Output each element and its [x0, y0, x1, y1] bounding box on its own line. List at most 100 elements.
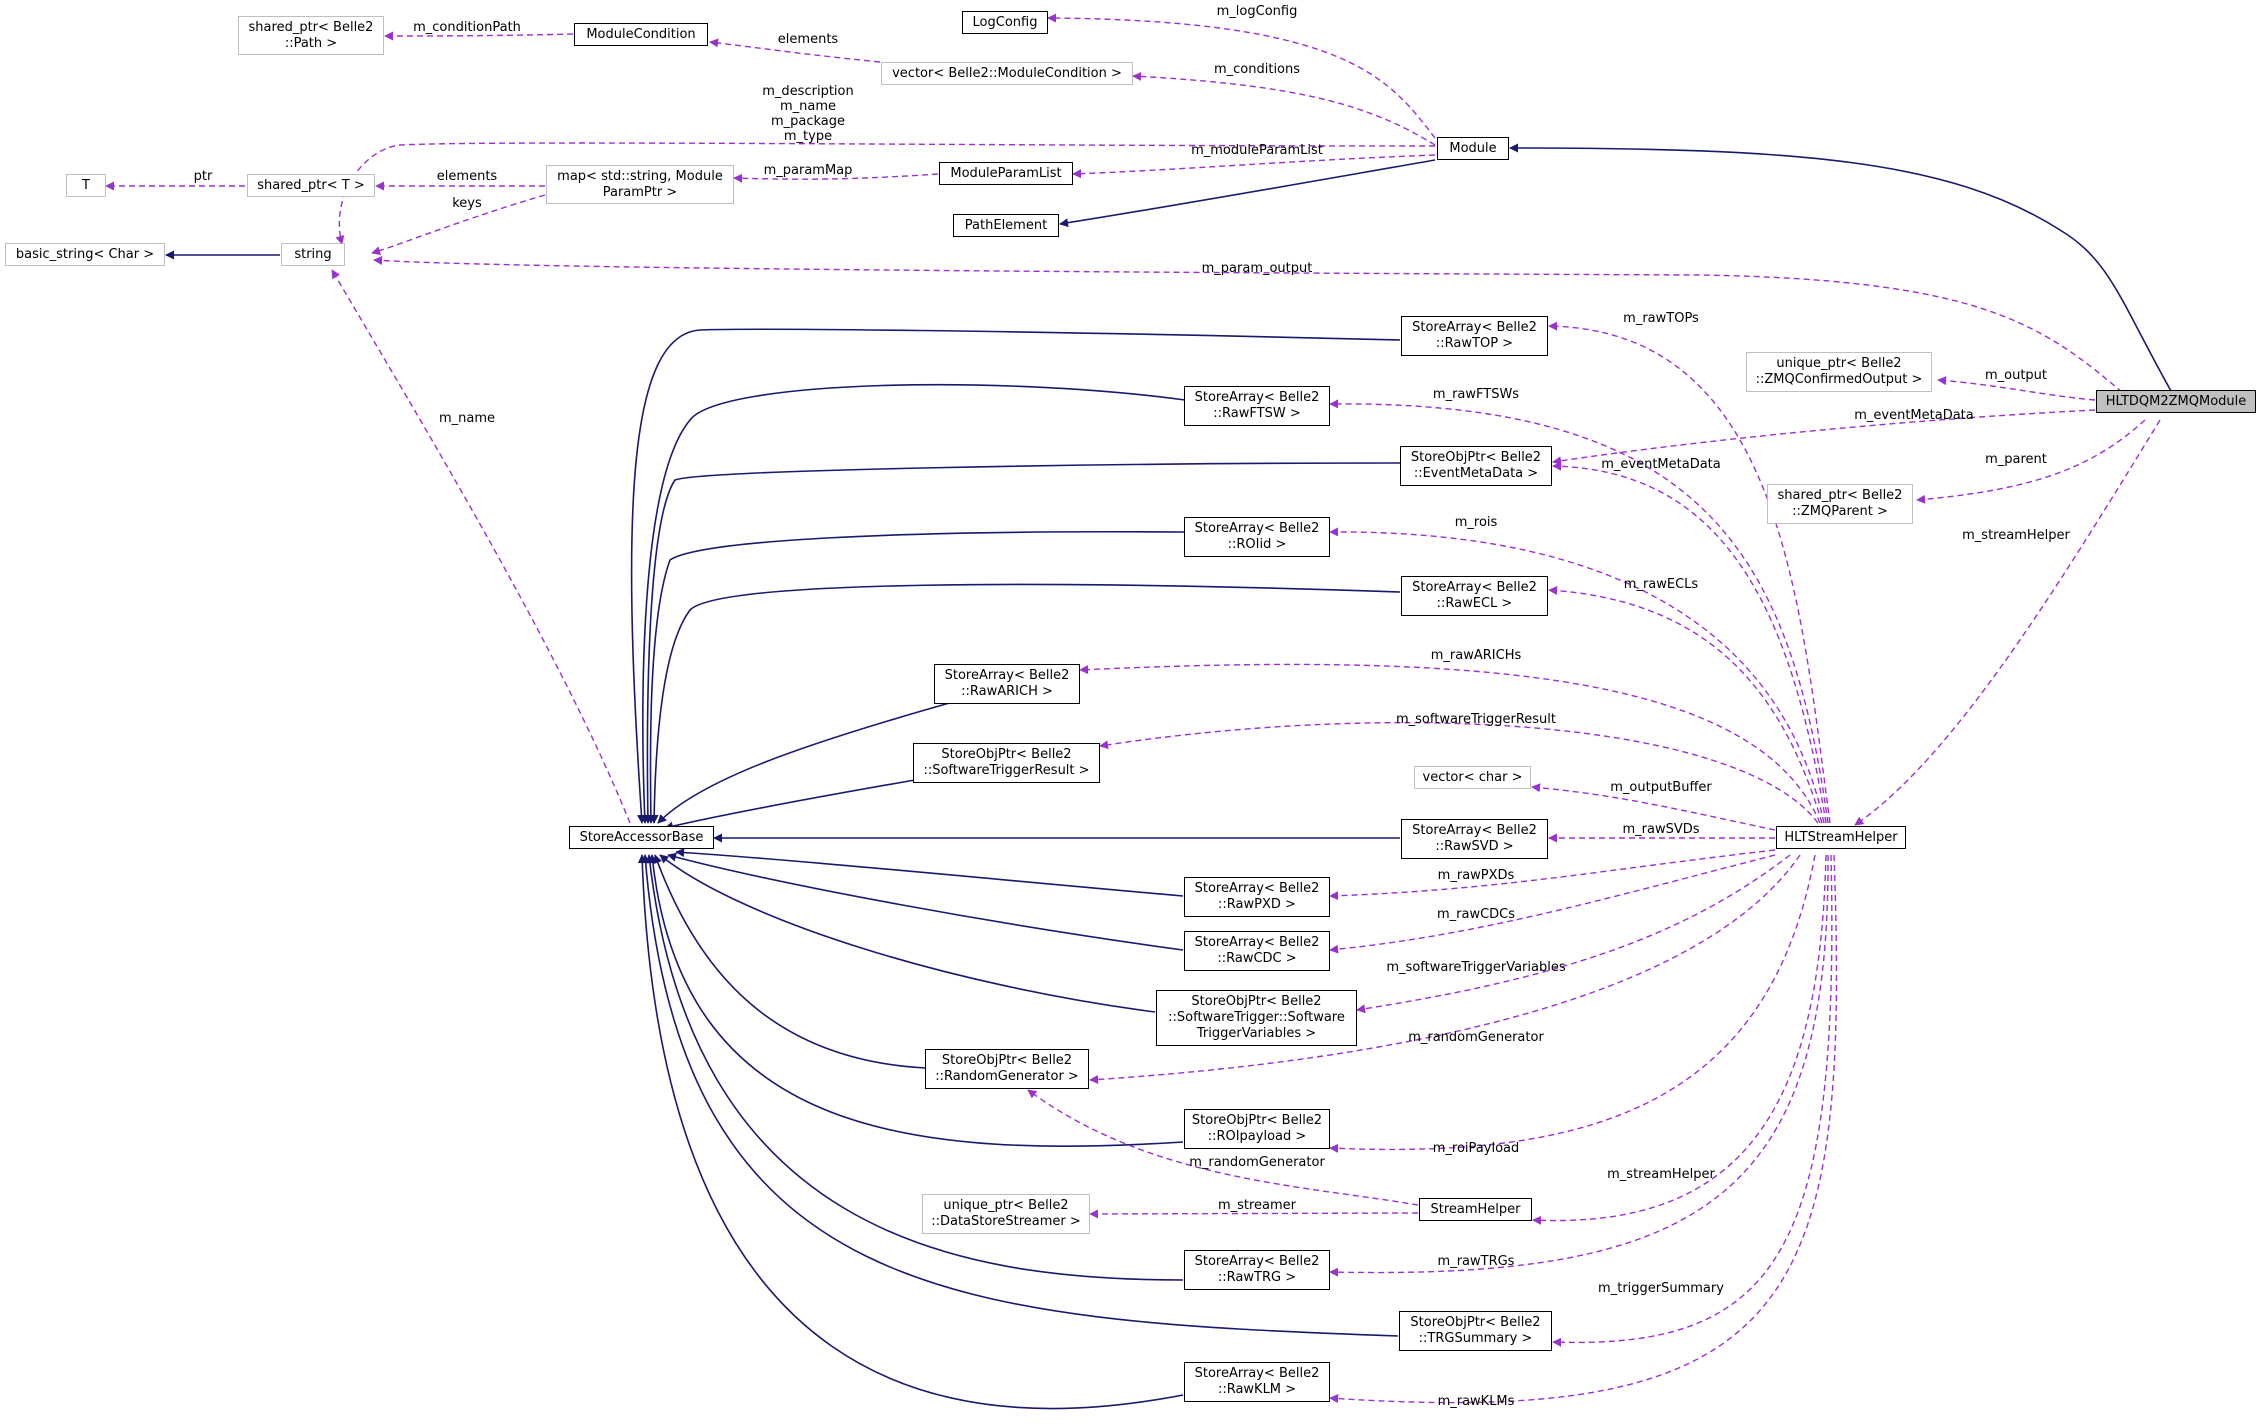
label-m-raw-pxds: m_rawPXDs	[1437, 868, 1515, 883]
node-roi-payload[interactable]: StoreObjPtr< Belle2 ::ROIpayload >	[1184, 1109, 1330, 1149]
label-m-name-sab: m_name	[438, 411, 496, 426]
label-elements-map: elements	[436, 169, 498, 184]
edge-module-to-pathelement	[1059, 159, 1436, 228]
edge-helper-rawcdcs	[1329, 854, 1776, 954]
edge-roipayload-to-sab	[648, 854, 1184, 1148]
node-event-meta-data[interactable]: StoreObjPtr< Belle2 ::EventMetaData >	[1400, 446, 1552, 486]
edge-rawftsw-to-sab	[640, 383, 1186, 824]
edge-rawecl-to-sab	[649, 583, 1401, 824]
node-vector-module-condition[interactable]: vector< Belle2::ModuleCondition >	[881, 62, 1133, 85]
node-software-trigger-result[interactable]: StoreObjPtr< Belle2 ::SoftwareTriggerRes…	[913, 743, 1100, 783]
label-m-stream-helper-module: m_streamHelper	[1962, 528, 2070, 543]
label-m-rois: m_rois	[1454, 515, 1498, 530]
node-vector-char[interactable]: vector< char >	[1414, 766, 1531, 789]
node-raw-klm[interactable]: StoreArray< Belle2 ::RawKLM >	[1184, 1362, 1330, 1402]
edge-module-string-members	[335, 142, 1436, 245]
edge-helper-rawftsws	[1329, 399, 1829, 824]
edge-helper-rois	[1329, 527, 1825, 824]
node-map-string[interactable]: map< std::string, Module ParamPtr >	[546, 165, 734, 204]
edge-strigvars-to-sab	[659, 854, 1156, 1013]
edge-helper-rawpxds	[1329, 849, 1776, 901]
node-basic-string[interactable]: basic_string< Char >	[5, 243, 165, 266]
label-m-software-trigger-variables: m_softwareTriggerVariables	[1386, 960, 1566, 975]
label-m-event-meta-data-helper: m_eventMetaData	[1601, 457, 1721, 472]
edge-hlt-output	[1937, 376, 2096, 401]
node-roiid[interactable]: StoreArray< Belle2 ::ROIid >	[1184, 517, 1330, 557]
edge-rawtop-to-sab	[630, 328, 1401, 824]
label-m-module-param-list: m_moduleParamList	[1191, 143, 1323, 158]
edge-helper-strigres	[1099, 721, 1819, 824]
label-m-output: m_output	[1984, 368, 2048, 383]
node-t[interactable]: T	[66, 174, 106, 197]
edge-helper-outputbuffer	[1531, 783, 1776, 831]
edge-helper-rawecls	[1548, 586, 1823, 824]
node-module-param-list[interactable]: ModuleParamList	[939, 162, 1073, 185]
edge-hlt-eventmetadata	[1552, 409, 2096, 466]
node-shared-ptr-path[interactable]: shared_ptr< Belle2 ::Path >	[238, 16, 384, 55]
node-shared-ptr-t[interactable]: shared_ptr< T >	[247, 174, 375, 197]
edge-hlt-to-module	[1509, 143, 2172, 392]
node-data-store-streamer[interactable]: unique_ptr< Belle2 ::DataStoreStreamer >	[922, 1194, 1090, 1234]
node-raw-cdc[interactable]: StoreArray< Belle2 ::RawCDC >	[1184, 931, 1330, 971]
edge-strigres-to-sab	[664, 779, 916, 831]
edge-rawarich-to-sab	[657, 699, 961, 824]
label-m-log-config: m_logConfig	[1216, 4, 1298, 19]
label-m-random-generator-helper: m_randomGenerator	[1408, 1030, 1544, 1045]
label-m-parent: m_parent	[1985, 452, 2047, 467]
edge-rawpxd-to-sab	[675, 848, 1184, 897]
edge-rawtrg-to-sab	[645, 854, 1184, 1281]
node-trg-summary[interactable]: StoreObjPtr< Belle2 ::TRGSummary >	[1399, 1311, 1552, 1351]
edge-map-keys	[371, 194, 546, 256]
node-module[interactable]: Module	[1437, 137, 1509, 160]
edge-vector-elements	[709, 38, 881, 63]
edge-trgsummary-to-sab	[641, 854, 1399, 1337]
node-raw-pxd[interactable]: StoreArray< Belle2 ::RawPXD >	[1184, 877, 1330, 917]
member-edges	[105, 13, 2161, 1404]
label-m-raw-trgs: m_rawTRGs	[1437, 1254, 1515, 1269]
node-raw-arich[interactable]: StoreArray< Belle2 ::RawARICH >	[934, 664, 1080, 704]
edge-modulecondition-conditionpath	[384, 31, 574, 41]
label-m-streamer: m_streamer	[1217, 1198, 1297, 1213]
label-m-event-meta-data-module: m_eventMetaData	[1854, 408, 1974, 423]
edge-helper-rawtops	[1548, 321, 1831, 824]
node-raw-trg[interactable]: StoreArray< Belle2 ::RawTRG >	[1184, 1250, 1330, 1290]
node-string[interactable]: string	[281, 243, 345, 266]
label-keys: keys	[452, 196, 482, 211]
node-log-config[interactable]: LogConfig	[962, 11, 1048, 34]
label-m-raw-klms: m_rawKLMs	[1437, 1394, 1515, 1409]
edge-modparamlist-parammap	[733, 173, 939, 183]
edge-helper-strigvars	[1356, 854, 1791, 1014]
node-hlt-stream-helper[interactable]: HLTStreamHelper	[1776, 826, 1906, 849]
label-m-raw-tops: m_rawTOPs	[1623, 311, 1699, 326]
node-raw-top[interactable]: StoreArray< Belle2 ::RawTOP >	[1401, 316, 1548, 356]
node-module-condition[interactable]: ModuleCondition	[574, 23, 708, 46]
edge-helper-trgsummary	[1552, 854, 1833, 1347]
edge-module-logconfig	[1047, 13, 1436, 139]
label-m-output-buffer: m_outputBuffer	[1610, 780, 1712, 795]
inheritance-edges	[165, 143, 2172, 1410]
edge-eventmeta-to-sab	[643, 462, 1401, 824]
node-path-element[interactable]: PathElement	[953, 214, 1059, 237]
edge-rawklm-to-sab	[637, 854, 1184, 1410]
node-zmq-parent[interactable]: shared_ptr< Belle2 ::ZMQParent >	[1767, 484, 1913, 524]
label-m-param-map: m_paramMap	[763, 163, 853, 178]
node-raw-ecl[interactable]: StoreArray< Belle2 ::RawECL >	[1401, 576, 1548, 616]
node-random-generator[interactable]: StoreObjPtr< Belle2 ::RandomGenerator >	[925, 1049, 1089, 1089]
edge-sab-name	[331, 269, 631, 824]
edge-helper-streamhelper	[1532, 854, 1827, 1225]
node-zmq-confirmed-output[interactable]: unique_ptr< Belle2 ::ZMQConfirmedOutput …	[1746, 352, 1932, 392]
node-hlt-dqm2zmq-module[interactable]: HLTDQM2ZMQModule	[2096, 390, 2256, 413]
node-software-trigger-variables[interactable]: StoreObjPtr< Belle2 ::SoftwareTrigger::S…	[1156, 990, 1357, 1046]
node-stream-helper[interactable]: StreamHelper	[1419, 1198, 1532, 1221]
node-raw-ftsw[interactable]: StoreArray< Belle2 ::RawFTSW >	[1184, 386, 1330, 426]
edge-streamhelper-randomgen	[1027, 1089, 1419, 1206]
node-raw-svd[interactable]: StoreArray< Belle2 ::RawSVD >	[1401, 819, 1548, 859]
edge-helper-rawklms	[1329, 854, 1838, 1404]
edge-hlt-param-output	[373, 256, 2146, 413]
node-store-accessor-base[interactable]: StoreAccessorBase	[569, 826, 714, 849]
edge-rawcdc-to-sab	[667, 852, 1184, 951]
label-m-raw-ecls: m_rawECLs	[1623, 577, 1699, 592]
label-m-trigger-summary: m_triggerSummary	[1598, 1281, 1724, 1296]
